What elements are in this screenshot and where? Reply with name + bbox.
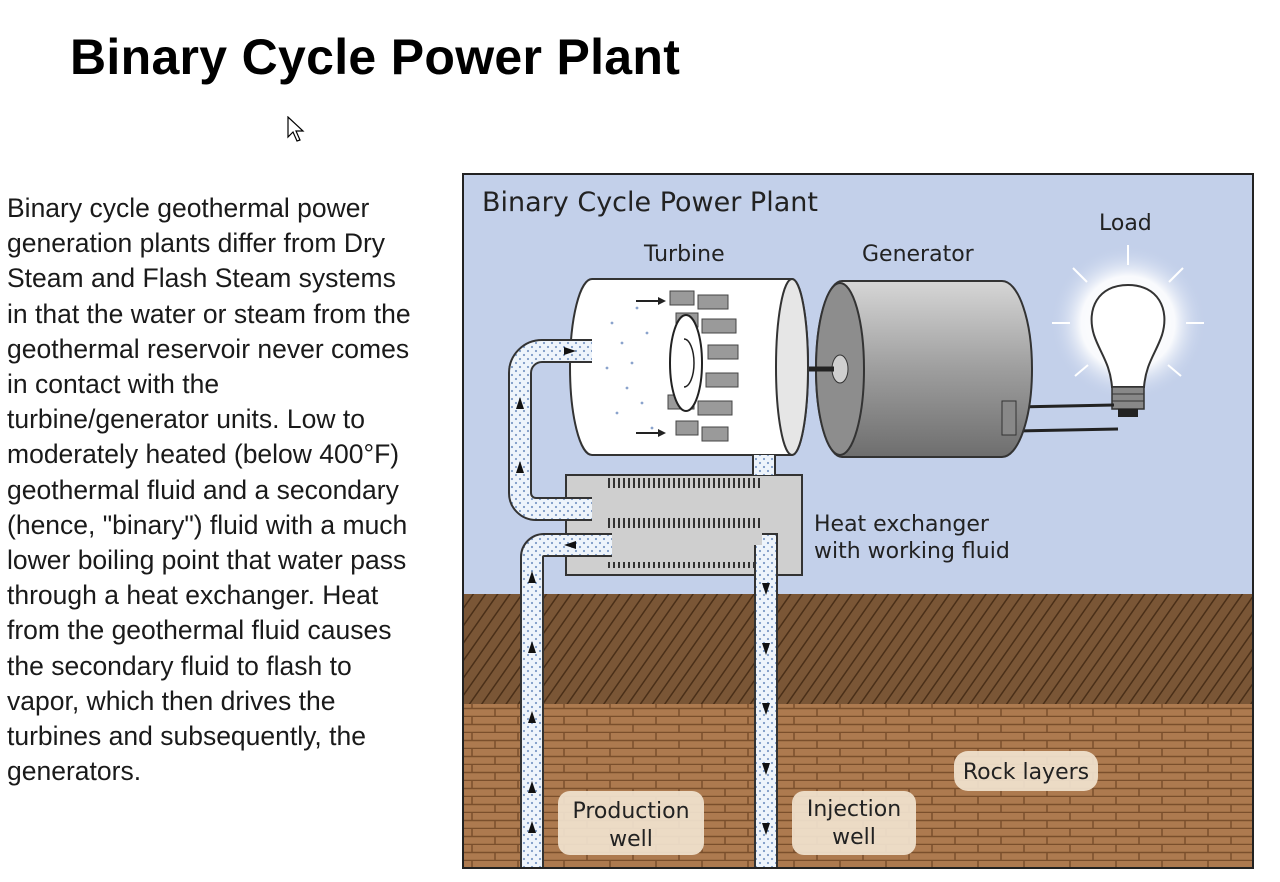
production-well-label-line2: well [609, 827, 653, 852]
injection-well-label-line1: Injection [807, 797, 901, 822]
turbine-label: Turbine [643, 242, 725, 267]
diagram-title: Binary Cycle Power Plant [482, 187, 818, 218]
binary-cycle-diagram: Binary Cycle Power Plant Turbine Generat… [462, 173, 1254, 869]
description-paragraph: Binary cycle geothermal power generation… [7, 193, 411, 787]
rock-layers-label: Rock layers [963, 760, 1089, 785]
light-bulb-icon [1050, 245, 1206, 417]
slide-title: Binary Cycle Power Plant [70, 29, 681, 85]
generator-icon [815, 280, 1033, 458]
soil-layer [463, 594, 1253, 704]
production-well-label-line1: Production [572, 799, 689, 824]
load-label: Load [1099, 211, 1152, 236]
generator-label: Generator [862, 242, 975, 267]
pointer-cursor-icon [287, 116, 305, 142]
turbine-icon [569, 278, 809, 456]
heat-exchanger-label-line2: with working fluid [814, 539, 1010, 564]
injection-well-label-line2: well [832, 825, 876, 850]
heat-exchanger-label-line1: Heat exchanger [814, 512, 990, 537]
